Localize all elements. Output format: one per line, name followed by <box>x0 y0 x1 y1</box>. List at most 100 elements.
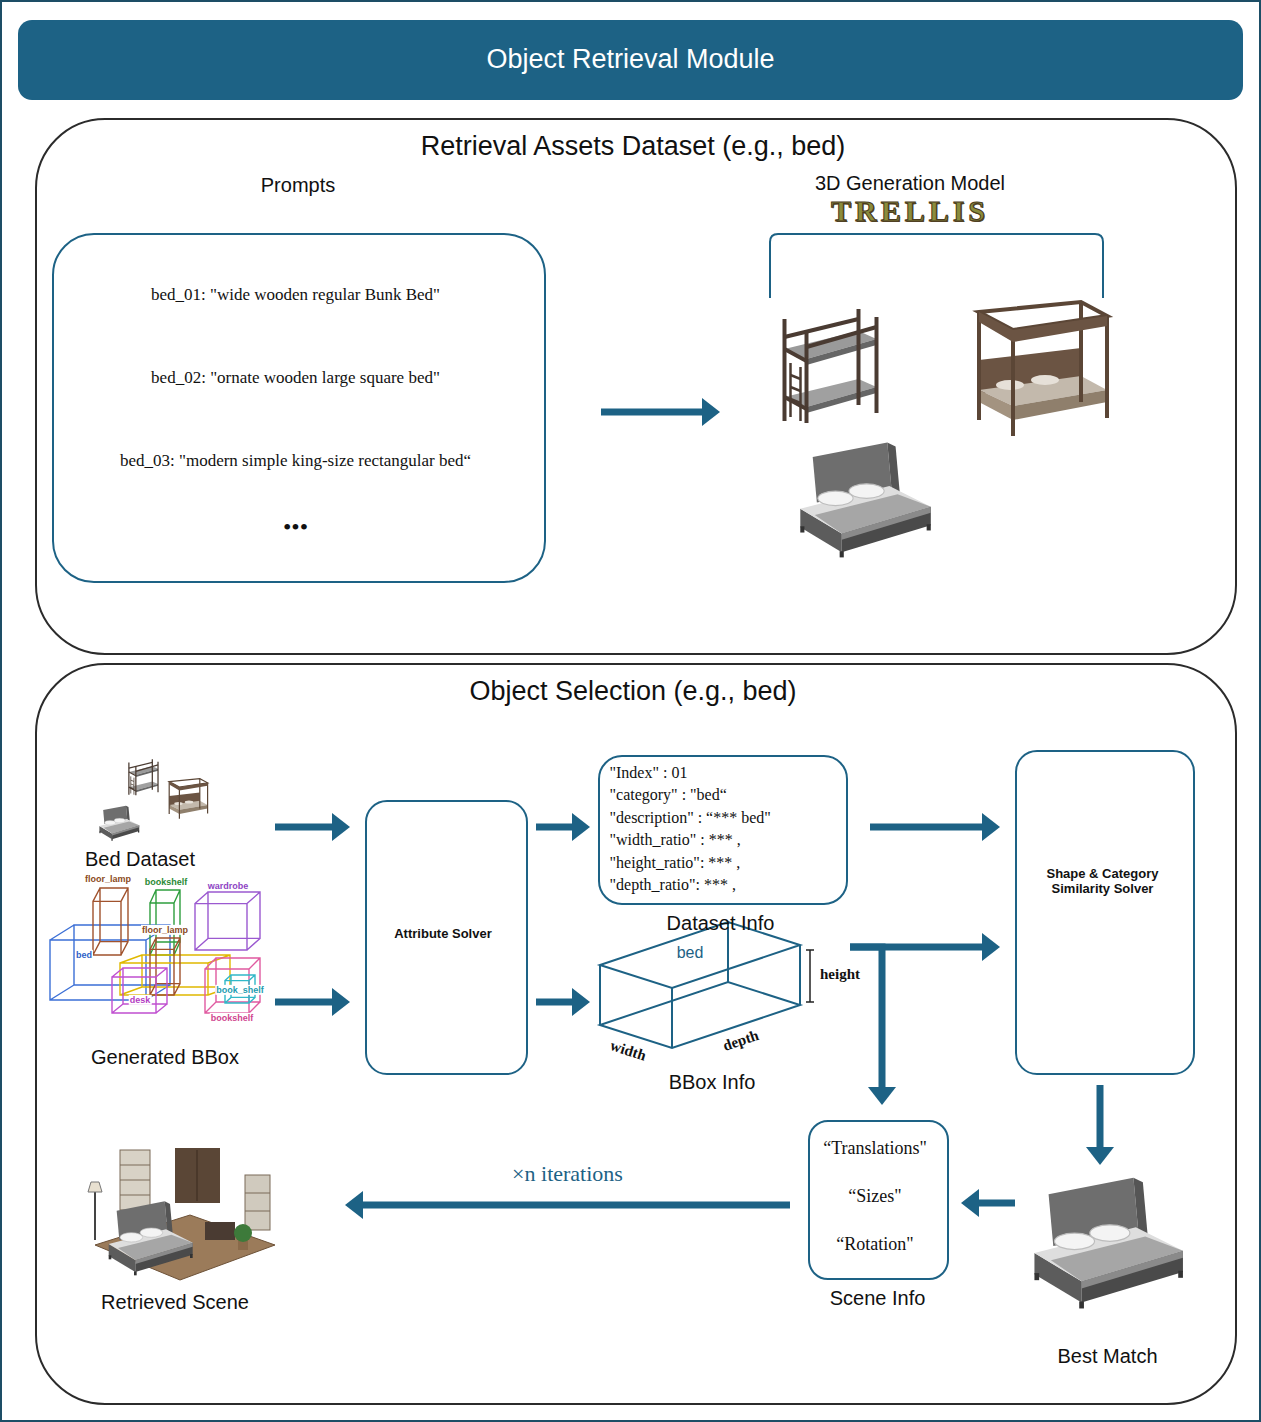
node-text: "width_ratio" : *** , <box>610 830 836 849</box>
canopy-bed <box>169 779 207 819</box>
solver-box: Attribute Solver <box>365 800 528 1075</box>
dimension-tick <box>806 1001 814 1003</box>
object-label: bed <box>75 950 93 960</box>
retrieved-scene <box>88 1148 275 1280</box>
bracket <box>770 234 1103 298</box>
dimension-label: depth <box>721 1027 761 1055</box>
scene-group: Retrieved Scene <box>60 1140 330 1315</box>
node-text: bed_03: "modern simple king-size rectang… <box>52 451 540 471</box>
bbox-cuboid <box>599 965 601 1025</box>
solver-box: Shape & Category Similarity Solver <box>1015 750 1195 1075</box>
bbox-layout <box>150 938 180 995</box>
retrieved-scene <box>245 1211 270 1212</box>
node-text: "category" : "bed“ <box>610 785 836 804</box>
node-text: bed_02: "ornate wooden large square bed" <box>52 368 540 388</box>
bbox-cuboid <box>600 982 800 1048</box>
node-text: "description" : “*** bed" <box>610 808 836 827</box>
node-text: bed <box>670 943 710 962</box>
dimension-tick <box>806 950 814 1002</box>
node-text: Object Selection (e.g., bed) <box>35 675 1231 707</box>
node-caption: Prompts <box>52 173 545 197</box>
node-caption: Scene Info <box>788 1286 968 1310</box>
bbox-info: bedBBox Info <box>598 918 803 1098</box>
bbox-layout <box>93 888 128 955</box>
flow-arrow <box>979 1200 1015 1207</box>
canopy-bed <box>979 302 1107 436</box>
info-box: "Index" : 01 "category" : "bed“ "descripti… <box>598 755 848 905</box>
flow-arrow <box>1097 1085 1104 1147</box>
bbox-cuboid <box>671 988 673 1048</box>
bunk-bed <box>129 759 158 795</box>
node-caption: Dataset Info <box>598 911 844 935</box>
node-text: ••• <box>52 513 540 542</box>
retrieved-scene <box>120 1150 150 1210</box>
node-caption: BBox Info <box>598 1070 826 1094</box>
flow-arrow <box>275 999 332 1006</box>
retrieved-scene <box>197 1150 198 1201</box>
dataset-group: Bed Dataset <box>60 755 265 875</box>
retrieved-scene <box>205 1222 235 1240</box>
dimension-label: width <box>608 1037 648 1065</box>
flow-arrow <box>601 409 702 416</box>
node-text: Attribute Solver <box>365 926 522 942</box>
node-text: Object Retrieval Module <box>18 43 1243 75</box>
node-text: Bed Dataset <box>60 847 220 871</box>
object-label: wardrobe <box>207 881 250 891</box>
node-text: TRELLIS <box>725 193 1095 229</box>
dimension-tick <box>806 949 814 951</box>
node-text: “Rotation" <box>808 1234 943 1256</box>
match-group: Best Match <box>1020 1170 1195 1370</box>
bbox-cuboid <box>799 945 801 1005</box>
modern-bed <box>1034 1178 1183 1309</box>
bunk-bed <box>785 309 877 423</box>
model-group: 3D Generation ModelTRELLIS <box>725 165 1095 585</box>
flow-arrow <box>870 824 982 831</box>
dimension-tick <box>809 950 811 1002</box>
retrieved-scene <box>120 1165 150 1166</box>
object-label: bookshelf <box>144 877 189 887</box>
bbox-cuboid <box>600 922 800 1048</box>
object-label: floor_lamp <box>84 874 132 884</box>
panel: Retrieval Assets Dataset (e.g., bed) Prom… <box>35 118 1237 655</box>
dimension-label: height <box>820 966 860 983</box>
flow-arrow <box>536 999 572 1006</box>
node-text: Shape & Category Similarity Solver <box>1023 866 1183 897</box>
info-box: “Translations"“Sizes"“Rotation"Scene Inf… <box>808 1120 949 1280</box>
retrieved-scene <box>245 1193 270 1194</box>
edge-label: ×n iterations <box>508 1161 627 1187</box>
prompt-box: Promptsbed_01: "wide wooden regular Bunk… <box>52 233 546 583</box>
object-label: desk <box>129 995 152 1005</box>
retrieved-scene <box>234 1224 252 1242</box>
node-text: “Sizes" <box>808 1186 943 1208</box>
bbox-layout <box>195 892 260 950</box>
header-bar: Object Retrieval Module <box>18 20 1243 100</box>
node-text: "Index" : 01 <box>610 763 836 782</box>
bbox-layout <box>112 968 167 1013</box>
node-text: Retrieval Assets Dataset (e.g., bed) <box>35 130 1231 162</box>
bbox-group: Generated BBox <box>40 878 265 1075</box>
node-text: “Translations" <box>808 1138 943 1160</box>
retrieved-scene <box>175 1148 220 1203</box>
retrieved-scene <box>245 1175 270 1230</box>
node-text: "height_ratio": *** , <box>610 853 836 872</box>
retrieved-scene <box>120 1180 150 1181</box>
modern-bed <box>800 442 931 557</box>
retrieved-scene <box>120 1195 150 1196</box>
node-text: 3D Generation Model <box>725 171 1095 195</box>
object-label: floor_lamp <box>141 925 189 935</box>
retrieved-scene <box>88 1182 102 1192</box>
object-label: bookshelf <box>210 1013 255 1023</box>
flow-arrow <box>363 1202 790 1209</box>
modern-bed <box>99 806 139 841</box>
node-text: Retrieved Scene <box>60 1290 290 1314</box>
flow-arrow <box>275 824 332 831</box>
connector-group <box>275 412 1100 1205</box>
panel: Object Selection (e.g., bed) Bed DatasetG… <box>35 663 1237 1405</box>
flow-arrow <box>536 824 572 831</box>
object-label: book_shelf <box>215 985 265 995</box>
retrieved-scene <box>109 1201 193 1275</box>
